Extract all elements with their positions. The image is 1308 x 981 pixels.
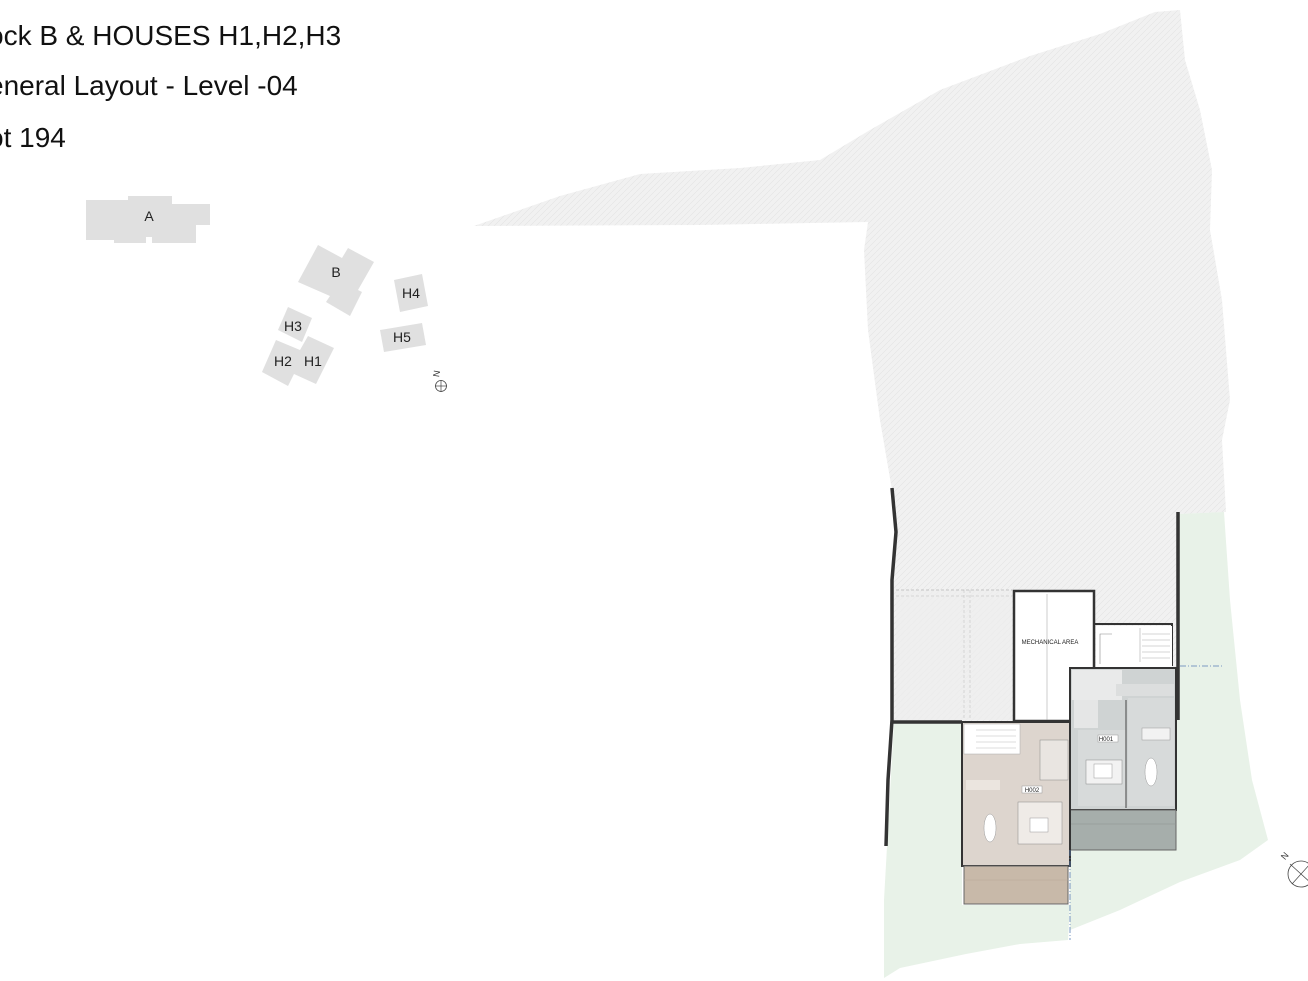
key-plan: A B H4 H3 H5 H2 H1 N: [86, 196, 447, 392]
key-building-h4: H4: [394, 274, 428, 312]
key-label-h5: H5: [393, 329, 411, 345]
key-label-b: B: [331, 264, 340, 280]
garden-area-east: [1070, 512, 1268, 930]
key-building-h5: H5: [380, 323, 426, 352]
site-north-arrow: N: [1279, 850, 1308, 888]
key-label-h2: H2: [274, 353, 292, 369]
garden-area: [884, 722, 1070, 978]
site-north-label: N: [1279, 850, 1291, 861]
unit-h001-label: H001: [1099, 737, 1114, 743]
key-building-a: A: [86, 196, 210, 243]
title-plot-number: ot 194: [0, 122, 66, 153]
key-north-arrow: N: [431, 370, 447, 392]
property-lines: [1069, 665, 1224, 940]
mechanical-area-label: MECHANICAL AREA: [1022, 640, 1079, 646]
unit-h001: H001: [1069, 667, 1177, 851]
mechanical-area-room: MECHANICAL AREA: [1012, 589, 1096, 723]
key-building-h1-h2: H2 H1: [262, 336, 334, 386]
terrain-area: [474, 10, 1230, 722]
covered-parking: [896, 589, 1012, 720]
unit-h002: H002: [961, 721, 1071, 905]
key-label-h4: H4: [402, 285, 420, 301]
title-block-name: ock B & HOUSES H1,H2,H3: [0, 20, 342, 51]
key-north-label: N: [431, 370, 442, 378]
key-label-h1: H1: [304, 353, 322, 369]
stair-zone: [1093, 616, 1173, 670]
boundary-walls: [884, 487, 1180, 847]
key-label-h3: H3: [284, 318, 302, 334]
key-building-b: B: [298, 245, 374, 316]
key-building-h3: H3: [278, 307, 312, 342]
title-layout-level: eneral Layout - Level -04: [0, 70, 298, 101]
key-label-a: A: [144, 208, 154, 224]
unit-h002-label: H002: [1025, 788, 1040, 794]
